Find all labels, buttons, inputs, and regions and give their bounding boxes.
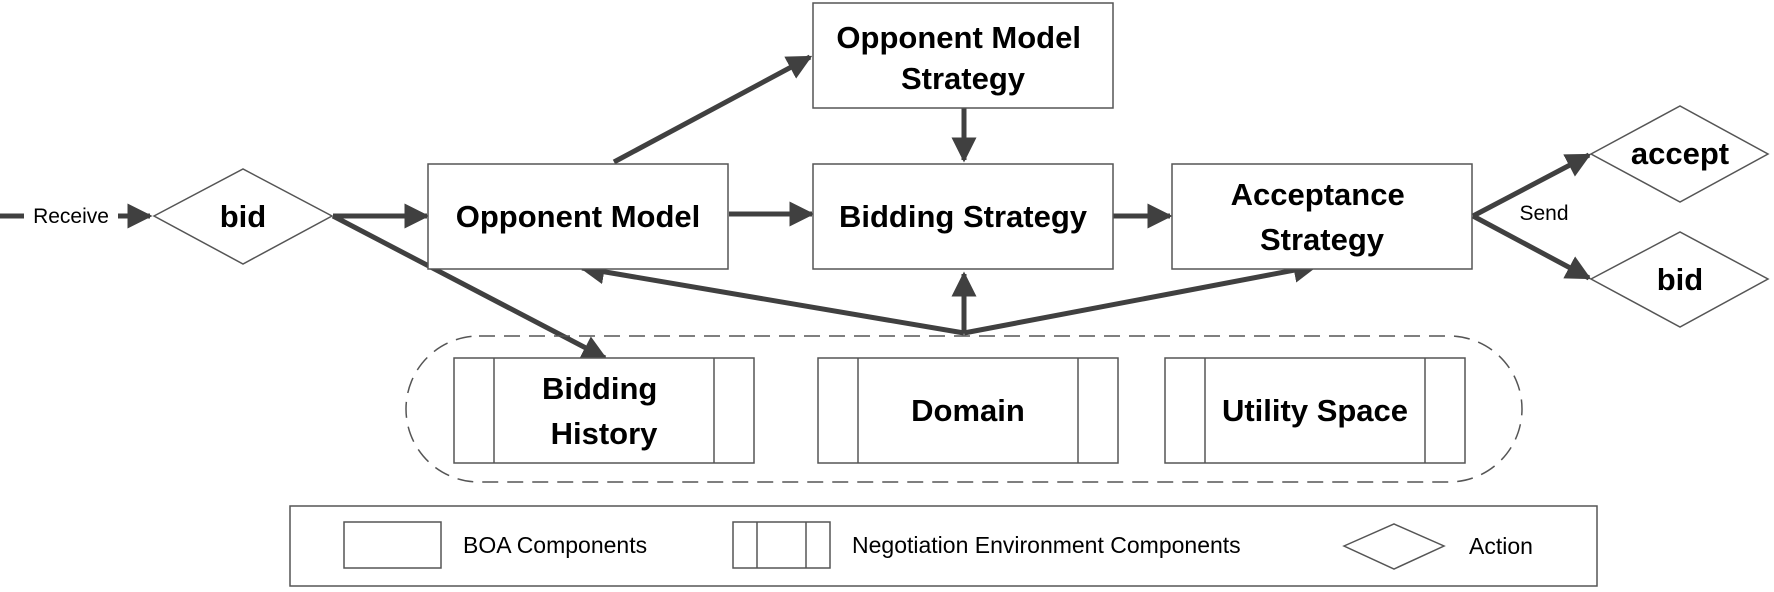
opponent-model-strategy-box: Opponent Model Strategy [812,2,1114,109]
outgoing-bid-label: bid [1657,262,1704,297]
opponent-model-strategy-line-1: Opponent Model [836,20,1081,55]
opponent-model-box: Opponent Model [427,163,729,270]
bidding-history-line-1: Bidding [542,371,657,406]
svg-text:Opponent Model Strategy: Opponent Model Strategy [836,20,1089,96]
send-label-group: Send [1513,198,1575,226]
legend-environment-label: Negotiation Environment Components [852,532,1241,558]
utility-space-component: Utility Space [1164,357,1466,464]
acceptance-to-accept-arrow [1471,152,1592,219]
outgoing-bid-action: bid [1589,231,1770,328]
legend-environment-swatch [732,521,831,569]
acceptance-strategy-box: Acceptance Strategy [1171,163,1473,270]
opponent-model-to-oms-arrow [612,54,813,165]
svg-text:Acceptance Strategy: Acceptance Strategy [1231,177,1414,257]
receive-label-group: Receive [24,200,118,230]
svg-text:Bidding History: Bidding History [542,371,666,451]
bidding-history-line-2: History [551,416,659,451]
domain-label: Domain [911,393,1025,428]
opponent-model-label: Opponent Model [456,199,701,234]
bidding-history-component: Bidding History [453,357,755,464]
legend-action-label: Action [1469,533,1533,559]
legend-boa-swatch [343,521,442,569]
legend: BOA Components Negotiation Environment C… [289,505,1598,587]
legend-action-swatch [1342,523,1446,570]
outgoing-bid-diamond [1589,231,1770,328]
legend-boa-label: BOA Components [463,532,647,558]
incoming-bid-diamond [152,168,334,265]
domain-component: Domain [817,357,1119,464]
receive-label: Receive [33,205,109,228]
acceptance-to-bid-arrow [1471,213,1592,281]
connectors [0,54,1592,361]
bid-to-bidding-history-arrow [331,213,608,361]
accept-label: accept [1631,136,1729,171]
send-label: Send [1519,202,1568,225]
accept-action: accept [1589,105,1770,203]
bidding-strategy-box: Bidding Strategy [812,163,1114,270]
accept-diamond [1589,105,1770,203]
acceptance-strategy-line-2: Strategy [1260,222,1385,257]
utility-space-label: Utility Space [1222,393,1408,428]
environment-to-opponent-model-arrow [579,259,965,336]
bidding-strategy-label: Bidding Strategy [839,199,1088,234]
opponent-model-strategy-line-2: Strategy [901,61,1026,96]
acceptance-strategy-line-1: Acceptance [1231,177,1405,212]
environment-to-acceptance-arrow [963,257,1319,336]
incoming-bid-label: bid [220,199,267,234]
negotiation-environment-container [405,335,1523,483]
incoming-bid-action: bid [152,168,334,265]
